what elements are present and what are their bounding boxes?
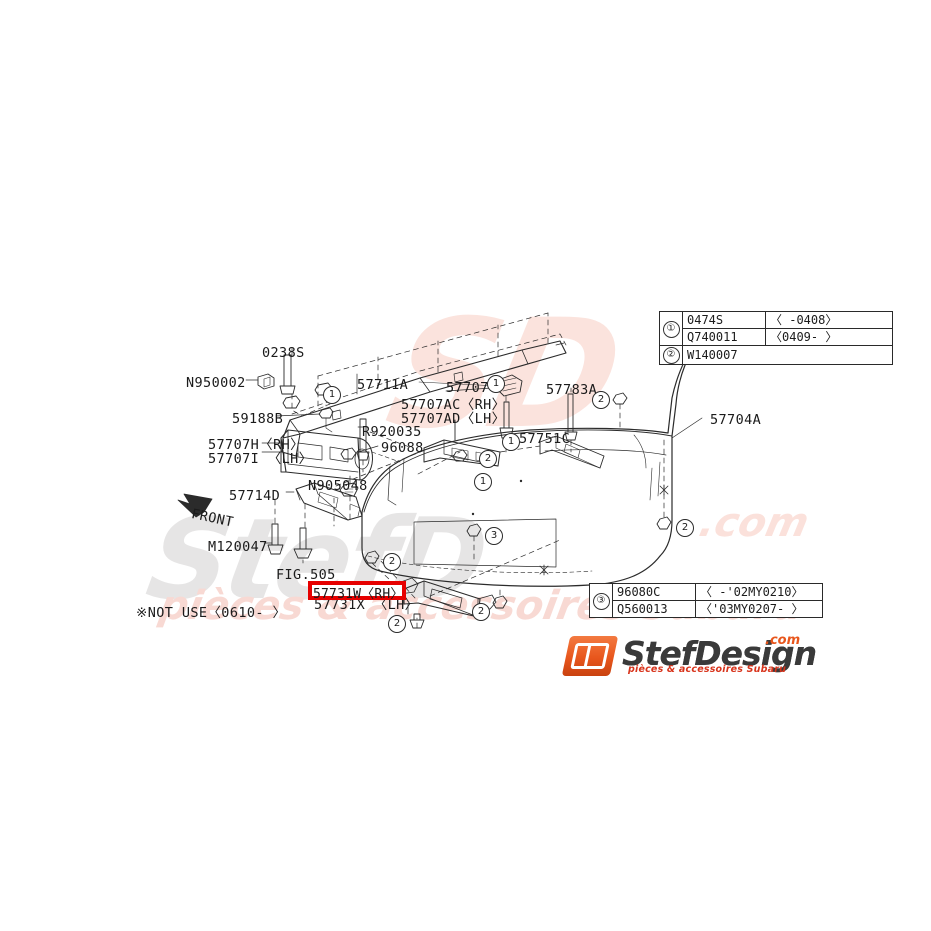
part-57714d-bracket — [295, 482, 363, 521]
legend-row: Q560013 〈'03MY0207- 〉 — [590, 600, 823, 618]
part-label-notuse0610: ※NOT USE〈0610- 〉 — [136, 605, 287, 621]
part-57751c-bracket — [539, 435, 605, 469]
part-label-96088: 96088 — [381, 440, 424, 456]
legend-table-bottom: ③ 96080C 〈 -'02MY0210〉 Q560013 〈'03MY020… — [589, 583, 823, 618]
part-label-57751c: 57751C — [519, 431, 571, 447]
callout-marker-1: 1 — [487, 375, 505, 393]
part-label-fig505: FIG.505 — [276, 567, 336, 583]
part-label-57707adlh: 57707AD〈LH〉 — [401, 411, 506, 427]
assembly-lines — [274, 393, 665, 629]
legend-code: 96080C — [612, 583, 696, 601]
legend-row: ③ 96080C 〈 -'02MY0210〉 — [589, 583, 823, 618]
logo-badge-icon — [561, 636, 619, 676]
part-label-0238s: 0238S — [262, 345, 305, 361]
part-label-57731xlh: 57731X 〈LH〉 — [314, 597, 419, 613]
legend-index-cell: ② — [659, 345, 683, 365]
legend-code: Q740011 — [682, 328, 766, 346]
legend-range: 〈 -0408〉 — [765, 311, 893, 329]
callout-marker-2: 2 — [472, 603, 490, 621]
callout-marker-1: 1 — [474, 473, 492, 491]
part-label-59188b: 59188B — [232, 411, 284, 427]
callout-marker-2: 2 — [383, 553, 401, 571]
legend-range: 〈0409- 〉 — [765, 328, 893, 346]
callout-marker-2: 2 — [676, 519, 694, 537]
front-arrow — [177, 493, 213, 518]
callout-number: ② — [662, 347, 680, 364]
callout-marker-3: 3 — [485, 527, 503, 545]
legend-row: ② W140007 — [659, 345, 893, 365]
legend-code: 0474S — [682, 311, 766, 329]
callout-number: ① — [662, 320, 680, 338]
logo-tld: .com — [765, 633, 801, 648]
callout-marker-2: 2 — [388, 615, 406, 633]
legend-index-cell: ③ — [589, 583, 613, 618]
callout-marker-1: 1 — [502, 433, 520, 451]
part-label-57714d: 57714D — [229, 488, 281, 504]
stefdesign-logo[interactable]: StefDesign .com pièces & accessoires Sub… — [561, 633, 817, 682]
logo-wordmark: StefDesign — [622, 634, 817, 673]
legend-table-top: ① 0474S 〈 -0408〉 Q740011 〈0409- 〉 ② W140… — [659, 311, 893, 365]
part-57711a-beam — [281, 312, 567, 457]
legend-range: 〈'03MY0207- 〉 — [695, 600, 823, 618]
asterisk-markers — [539, 484, 669, 576]
highlight-label: 57731W〈RH〉 — [313, 587, 404, 602]
part-label-57707hrh: 57707H〈RH〉 — [208, 437, 305, 453]
part-label-m120047: M120047 — [208, 539, 268, 555]
callout-marker-2: 2 — [479, 450, 497, 468]
part-label-57704a: 57704A — [710, 412, 762, 428]
legend-code: W140007 — [682, 345, 893, 365]
part-label-r920035: R920035 — [362, 424, 422, 440]
part-label-57707acrh: 57707AC〈RH〉 — [401, 397, 506, 413]
part-label-n950002: N950002 — [186, 375, 246, 391]
fastener-group — [257, 354, 672, 629]
part-label-57783a: 57783A — [546, 382, 598, 398]
part-label-57711a: 57711A — [357, 377, 409, 393]
part-label-57707: 57707 — [446, 380, 489, 396]
callout-marker-2: 2 — [592, 391, 610, 409]
part-57704a-bumper-cover — [361, 332, 705, 587]
callout-marker-1: 1 — [323, 386, 341, 404]
legend-index-cell: ① — [659, 311, 683, 346]
logo-tagline: pièces & accessoires Subaru — [628, 664, 787, 675]
callout-number: ③ — [592, 592, 610, 610]
legend-range: 〈 -'02MY0210〉 — [695, 583, 823, 601]
highlight-box — [308, 581, 406, 600]
part-label-57707ilh: 57707I 〈LH〉 — [208, 451, 313, 467]
legend-row: ① 0474S 〈 -0408〉 — [659, 311, 893, 346]
part-label-n905048: N905048 — [308, 478, 368, 494]
legend-code: Q560013 — [612, 600, 696, 618]
legend-row: Q740011 〈0409- 〉 — [660, 328, 893, 346]
